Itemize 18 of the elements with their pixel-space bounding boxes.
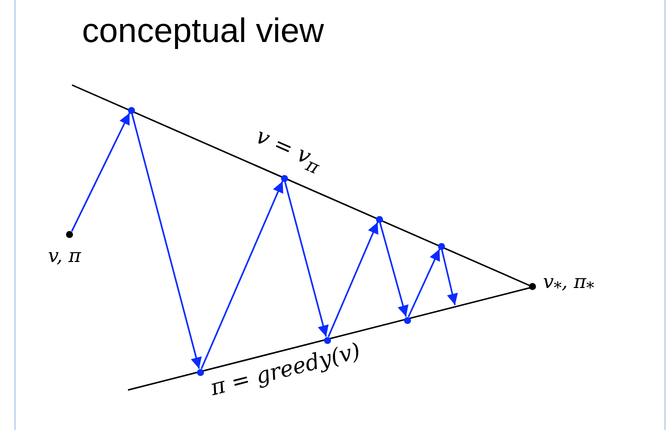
point-marker [196, 368, 204, 376]
arrow [200, 180, 284, 370]
point-marker [280, 174, 288, 182]
point-marker [376, 216, 382, 222]
point-label: v$_{*}$, π$_{*}$ [543, 271, 594, 297]
arrow [408, 248, 440, 318]
title: conceptual view [82, 12, 324, 51]
arrow [328, 222, 378, 338]
point-marker [324, 336, 330, 344]
arrow [131, 113, 202, 369]
arrow [379, 222, 408, 317]
point-marker [438, 242, 444, 250]
point-label: v, π [48, 245, 82, 267]
arrow [71, 112, 130, 232]
arrow [284, 181, 329, 337]
arrow [441, 249, 458, 306]
point-marker [404, 316, 410, 324]
point-marker [128, 106, 134, 114]
